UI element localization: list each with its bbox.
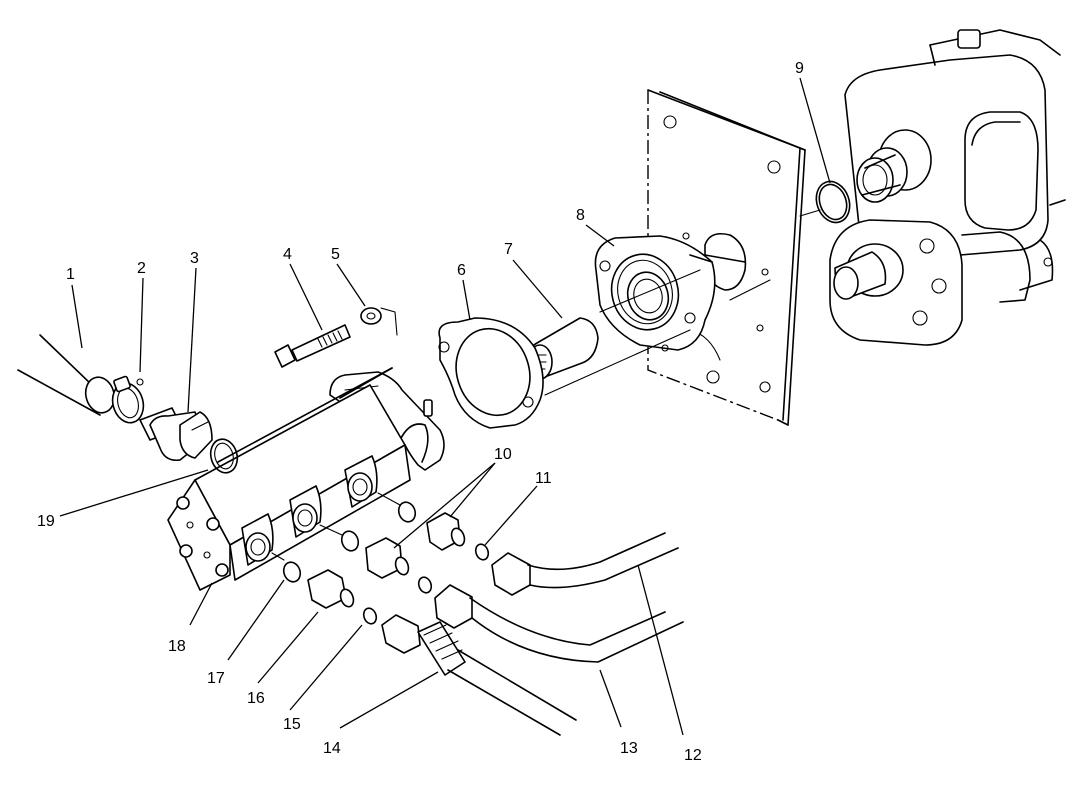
callout-9: 9: [795, 60, 804, 77]
fitting-10: [365, 512, 466, 579]
adapter-plate: [647, 89, 806, 426]
o-ring-9: [815, 180, 851, 224]
callout-3: 3: [190, 250, 199, 267]
drive-shaft-stub: [856, 129, 932, 203]
cap-screw-4: [274, 324, 351, 368]
o-ring-17: [282, 561, 302, 583]
callout-15: 15: [283, 716, 301, 733]
gasket-6: [438, 317, 544, 429]
callout-1: 1: [66, 266, 75, 283]
gear-pump-body-19: [167, 367, 445, 591]
hose-12: [491, 532, 679, 596]
callout-13: 13: [620, 740, 638, 757]
o-ring-11: [474, 543, 490, 561]
callout-18: 18: [168, 638, 186, 655]
callout-19: 19: [37, 513, 55, 530]
lock-washer-5: [360, 307, 398, 336]
callout-16: 16: [247, 690, 265, 707]
leader-lines: [59, 77, 831, 736]
hose-fitting-3: [139, 407, 239, 474]
callout-7: 7: [504, 241, 513, 258]
callout-8: 8: [576, 207, 585, 224]
callout-17: 17: [207, 670, 225, 687]
callout-5: 5: [331, 246, 340, 263]
callout-12: 12: [684, 747, 702, 764]
o-ring-15: [362, 607, 378, 625]
suction-hose-1: [17, 334, 116, 416]
fitting-16: [307, 569, 355, 609]
hose-assembly-14: [381, 614, 577, 736]
engine-housing: [829, 29, 1066, 346]
callout-14: 14: [323, 740, 341, 757]
callout-10: 10: [494, 446, 512, 463]
mounting-flange-8: [594, 235, 716, 352]
callout-2: 2: [137, 260, 146, 277]
callout-11: 11: [535, 470, 552, 487]
callout-6: 6: [457, 262, 466, 279]
callout-labels: 1 2 3 4 5 6 7 8 9 10 11 12 13 14 15 16 1…: [37, 60, 804, 764]
hose-clamp-2: [111, 375, 145, 424]
callout-4: 4: [283, 246, 292, 263]
hose-13: [434, 584, 684, 663]
